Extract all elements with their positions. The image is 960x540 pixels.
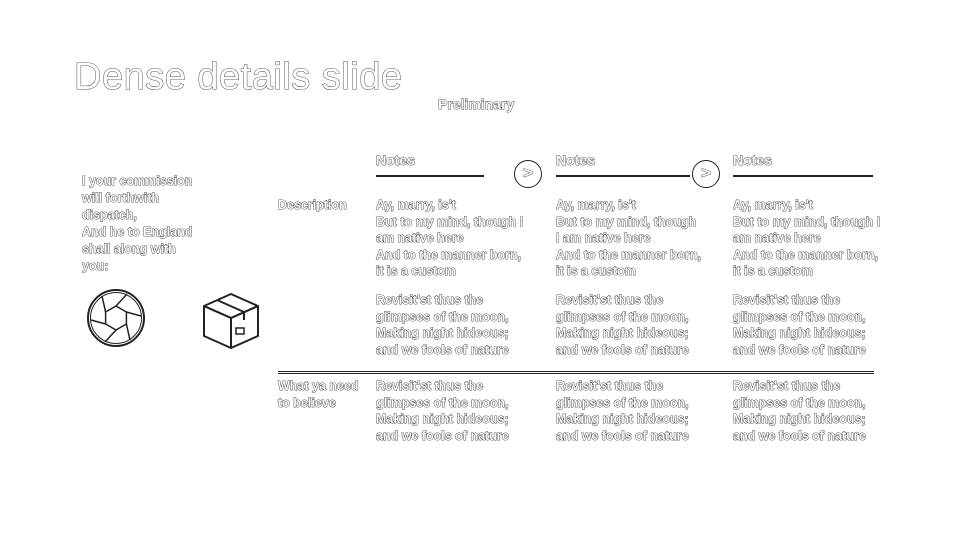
table-cell: Revisit'st thus the glimpses of the moon… xyxy=(733,379,866,443)
chevron-right-icon: > xyxy=(514,160,542,188)
column-header-2-rule xyxy=(556,175,690,177)
box-icon xyxy=(203,293,259,349)
row-divider xyxy=(278,371,874,374)
column-header-3-rule xyxy=(733,175,873,177)
column-header-1-rule xyxy=(376,175,484,177)
chevron-right-icon: > xyxy=(692,160,720,188)
table-cell: Ay, marry, is't But to my mind, though I… xyxy=(733,198,881,279)
left-quote-text: I your commission will forthwith dispatc… xyxy=(82,174,193,274)
slide-subtitle: Preliminary xyxy=(438,96,515,113)
row-label-what-ya-need: What ya need to believe xyxy=(278,379,359,410)
table-cell: Ay, marry, is't But to my mind, though I… xyxy=(556,198,702,279)
table-cell: Revisit'st thus the glimpses of the moon… xyxy=(733,293,866,357)
table-cell: Revisit'st thus the glimpses of the moon… xyxy=(376,379,509,443)
row-label-description: Description xyxy=(278,198,348,213)
slide-title: Dense details slide xyxy=(74,56,403,99)
table-cell: Revisit'st thus the glimpses of the moon… xyxy=(376,293,509,357)
column-header-1: Notes xyxy=(376,152,416,169)
table-cell: Ay, marry, is't But to my mind, though I… xyxy=(376,198,524,279)
column-header-2: Notes xyxy=(556,152,596,169)
table-cell: Revisit'st thus the glimpses of the moon… xyxy=(556,293,689,357)
table-cell: Revisit'st thus the glimpses of the moon… xyxy=(556,379,689,443)
column-header-3: Notes xyxy=(733,152,773,169)
aperture-icon xyxy=(87,289,145,347)
